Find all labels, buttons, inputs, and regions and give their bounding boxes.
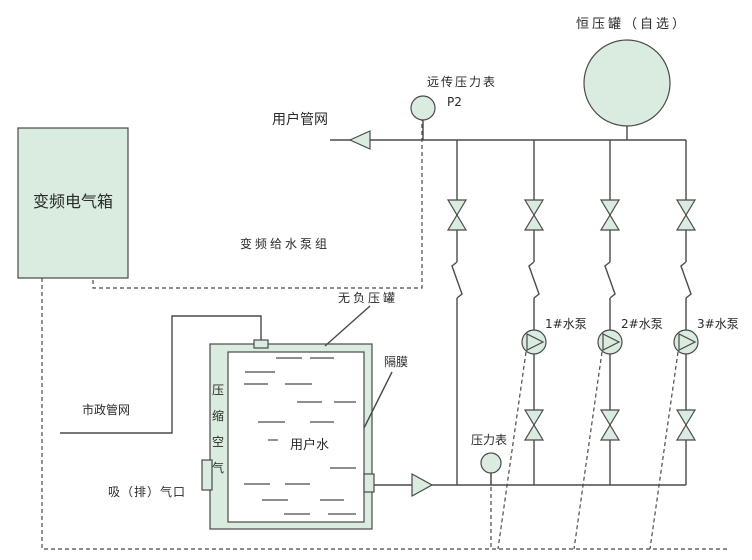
constant-tank-label: 恒压罐（自选）	[576, 17, 688, 32]
nonnegative-tank-inner	[227, 351, 365, 523]
diaphragm-label: 隔膜	[384, 355, 408, 369]
check-valve-icon-pump2	[604, 261, 616, 299]
pressure-gauge	[480, 452, 502, 474]
constant-pressure-tank	[583, 39, 671, 127]
valve-icon-bypass	[446, 199, 468, 231]
p2-label: P2	[447, 95, 462, 109]
suction-flow-arrow	[411, 472, 434, 498]
pump-group-label: 变频给水泵组	[240, 236, 330, 251]
remote-gauge-signal-line	[92, 120, 423, 289]
vfd-box-label: 变频电气箱	[33, 192, 113, 211]
svg-text:空: 空	[212, 435, 224, 449]
remote-gauge-label: 远传压力表	[427, 74, 497, 89]
nonnegative-tank-label: 无负压罐	[338, 291, 398, 305]
pump3-label: 3#水泵	[697, 317, 739, 331]
valve-icon-pump3-lower	[675, 409, 697, 441]
check-valve-icon-pump1	[528, 261, 540, 299]
valve-icon-pump2-upper	[599, 199, 621, 231]
user-network-label: 用户管网	[272, 111, 328, 128]
vent-label: 吸（排）气口	[108, 484, 186, 499]
remote-pressure-gauge	[410, 95, 436, 121]
pump3-signal-line	[649, 351, 679, 550]
check-valve-icon-bypass	[451, 261, 463, 299]
user-water-label: 用户水	[290, 437, 329, 453]
vent-port	[201, 459, 213, 491]
pump1-signal-line	[497, 351, 527, 550]
compressed-air-label: 压 缩 空 气	[212, 383, 224, 475]
pump2-icon	[597, 329, 623, 355]
pump1-icon	[521, 329, 547, 355]
svg-text:压: 压	[212, 383, 224, 397]
tank-outlet-port	[363, 473, 375, 493]
pump1-label: 1#水泵	[545, 317, 587, 331]
control-bus-line	[41, 278, 730, 550]
vfd-box	[17, 127, 129, 279]
pressure-gauge-label: 压力表	[471, 433, 507, 447]
diaphragm-leader	[363, 371, 393, 429]
nonneg-label-leader	[324, 305, 371, 347]
check-valve-icon-pump3	[680, 261, 692, 299]
municipal-inlet-pipe	[60, 315, 262, 434]
valve-icon-pump1-lower	[523, 409, 545, 441]
valve-icon-pump3-upper	[675, 199, 697, 231]
municipal-label: 市政管网	[82, 402, 130, 417]
outlet-flow-arrow	[348, 130, 371, 150]
svg-text:缩: 缩	[212, 408, 224, 423]
pump3-icon	[673, 329, 699, 355]
tank-top-port	[253, 339, 269, 349]
pump2-signal-line	[573, 351, 603, 550]
water-surface-lines	[244, 357, 356, 515]
valve-icon-pump2-lower	[599, 409, 621, 441]
pump2-label: 2#水泵	[621, 317, 663, 331]
valve-icon-pump1-upper	[523, 199, 545, 231]
svg-text:气: 气	[212, 460, 224, 475]
